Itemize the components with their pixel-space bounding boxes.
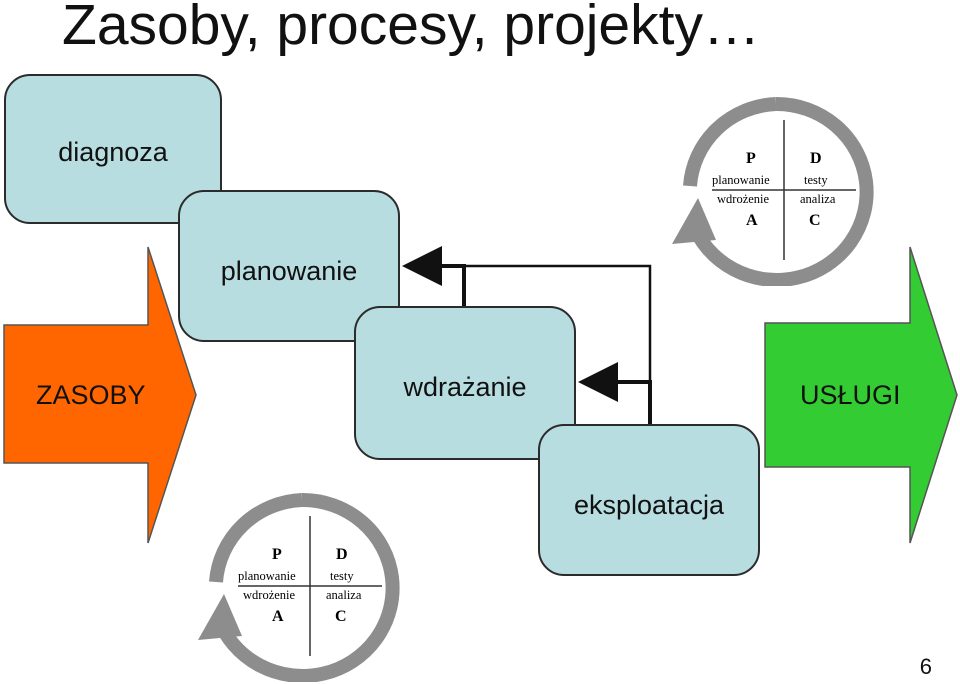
pdca-analysis: analiza (326, 588, 362, 602)
zasoby-arrow (3, 246, 197, 544)
pdca-p: P (272, 546, 282, 563)
uslugi-label: USŁUGI (800, 380, 901, 410)
step-eksploatacja-label: eksploatacja (573, 490, 725, 520)
pdca-plan: planowanie (238, 569, 296, 583)
pdca-d: D (810, 150, 822, 167)
cycle-arrow-icon (672, 96, 874, 286)
feedback-line-planowanie (402, 246, 466, 306)
pdca-cycle-top: P D planowanie testy wdrożenie analiza A… (668, 94, 884, 286)
pdca-d: D (336, 546, 348, 563)
pdca-a: A (746, 212, 758, 229)
pdca-analysis: analiza (800, 192, 836, 206)
page-number: 6 (919, 654, 932, 679)
feedback-line-wdrazanie (578, 362, 652, 424)
step-planowanie: planowanie (178, 190, 400, 342)
pdca-plan: planowanie (712, 173, 770, 187)
pdca-impl: wdrożenie (717, 192, 770, 206)
cycle-arrow-icon (198, 492, 400, 682)
step-wdrazanie: wdrażanie (354, 306, 576, 460)
pdca-c: C (335, 608, 347, 625)
pdca-impl: wdrożenie (243, 588, 296, 602)
pdca-test: testy (330, 569, 354, 583)
step-eksploatacja: eksploatacja (538, 424, 760, 576)
pdca-test: testy (804, 173, 828, 187)
feedback-line-outer (464, 264, 652, 424)
pdca-p: P (746, 150, 756, 167)
pdca-a: A (272, 608, 284, 625)
pdca-cycle-bottom: P D planowanie testy wdrożenie analiza A… (194, 490, 410, 682)
pdca-c: C (809, 212, 821, 229)
step-planowanie-label: planowanie (220, 256, 358, 286)
step-wdrazanie-label: wdrażanie (403, 372, 527, 402)
step-diagnoza: diagnoza (4, 74, 222, 224)
uslugi-arrow (764, 246, 958, 544)
slide-title: Zasoby, procesy, projekty… (62, 0, 760, 57)
zasoby-label: ZASOBY (36, 380, 146, 410)
step-diagnoza-label: diagnoza (58, 137, 168, 167)
